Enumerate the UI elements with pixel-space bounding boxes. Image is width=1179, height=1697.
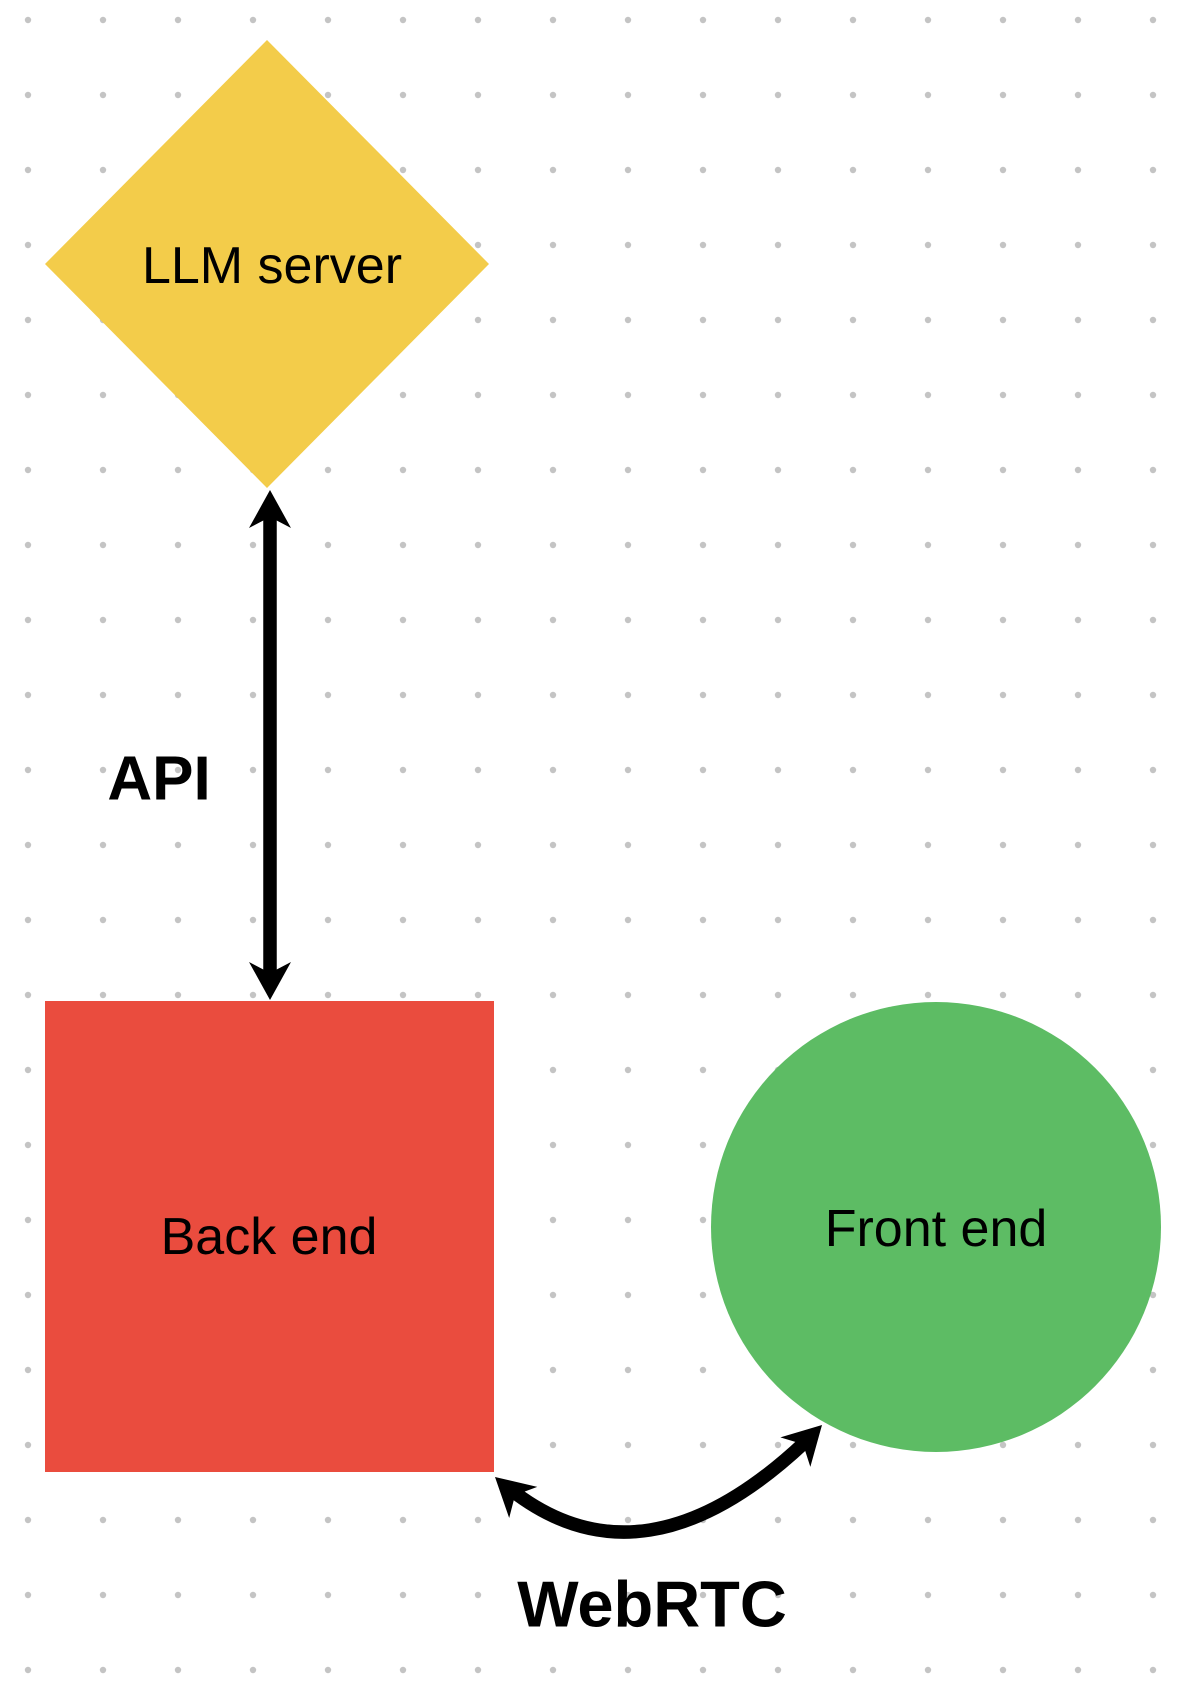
api-connector[interactable] [249, 490, 291, 1000]
back-end-node[interactable]: Back end [45, 1001, 494, 1472]
front-end-shape[interactable] [711, 1002, 1161, 1452]
llm-server-shape[interactable] [45, 40, 489, 488]
webrtc-connector-curve[interactable] [505, 1438, 809, 1539]
llm-server-label: LLM server [142, 237, 402, 295]
arrowhead-up-icon [249, 490, 291, 528]
front-end-label: Front end [825, 1200, 1048, 1258]
llm-server-node[interactable]: LLM server [45, 40, 489, 488]
webrtc-label[interactable]: WebRTC [517, 1568, 787, 1641]
arrowhead-upleft-icon [495, 1477, 538, 1519]
back-end-label: Back end [161, 1208, 378, 1266]
arrowhead-down-icon [249, 962, 291, 1000]
back-end-shape[interactable] [45, 1001, 494, 1472]
front-end-node[interactable]: Front end [711, 1002, 1161, 1452]
webrtc-connector[interactable] [481, 1410, 837, 1539]
api-label[interactable]: API [107, 745, 210, 814]
arrowhead-upright-icon [780, 1425, 822, 1467]
